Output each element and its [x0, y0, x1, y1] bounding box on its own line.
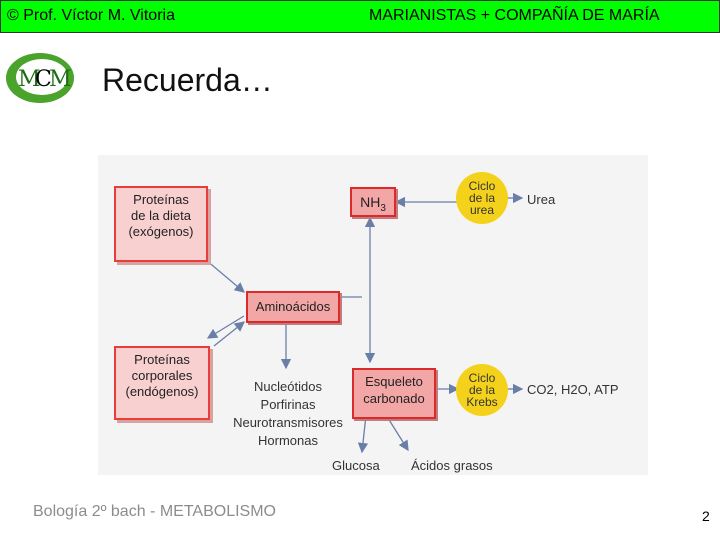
- page-number: 2: [702, 508, 710, 524]
- krebs-products-label: CO2, H2O, ATP: [527, 382, 619, 397]
- svg-text:M: M: [18, 67, 41, 92]
- nh3-subscript: 3: [380, 202, 386, 214]
- dietary-proteins-line-1: Proteínas: [133, 192, 189, 207]
- footer-course-label: Bología 2º bach - METABOLISMO: [33, 503, 276, 520]
- derivatives-list: Nucleótidos Porfirinas Neurotransmisores…: [226, 378, 350, 450]
- dietary-proteins-line-2: de la dieta: [131, 208, 191, 223]
- krebs-cycle-circle: Ciclo de la Krebs: [456, 364, 508, 416]
- glucose-label: Glucosa: [332, 458, 380, 473]
- urea-cycle-line-3: urea: [469, 203, 495, 217]
- amino-acids-box: Aminoácidos: [246, 291, 340, 323]
- fatty-acids-label: Ácidos grasos: [411, 458, 493, 473]
- urea-label: Urea: [527, 192, 556, 207]
- carbon-skeleton-box: Esqueleto carbonado: [352, 368, 436, 419]
- body-proteins-box: Proteínas corporales (endógenos): [114, 346, 210, 420]
- derivative-hormones: Hormonas: [258, 433, 318, 448]
- author-label: © Prof. Víctor M. Vitoria: [7, 7, 175, 24]
- nh3-box: NH3: [350, 187, 396, 217]
- derivative-porphyrins: Porfirinas: [260, 397, 316, 412]
- krebs-cycle-line-1: Ciclo: [468, 371, 496, 385]
- dietary-proteins-line-3: (exógenos): [128, 224, 194, 239]
- body-proteins-line-2: corporales: [131, 368, 193, 383]
- body-proteins-line-3: (endógenos): [125, 384, 199, 399]
- urea-cycle-line-1: Ciclo: [468, 179, 496, 193]
- slide-title: Recuerda…: [102, 62, 273, 98]
- urea-cycle-circle: Ciclo de la urea: [456, 172, 508, 224]
- derivative-nucleotides: Nucleótidos: [254, 379, 322, 394]
- amino-acids-label: Aminoácidos: [255, 299, 331, 314]
- derivative-neurotransmitters: Neurotransmisores: [233, 415, 343, 430]
- svg-text:M: M: [49, 67, 72, 92]
- nh3-label: NH: [360, 194, 381, 210]
- carbon-skeleton-line-2: carbonado: [363, 391, 425, 406]
- mcm-logo: M C M: [4, 50, 76, 105]
- school-label: MARIANISTAS + COMPAÑÍA DE MARÍA: [369, 7, 660, 24]
- body-proteins-line-1: Proteínas: [134, 352, 190, 367]
- carbon-skeleton-line-1: Esqueleto: [365, 374, 423, 389]
- dietary-proteins-box: Proteínas de la dieta (exógenos): [114, 186, 208, 262]
- krebs-cycle-line-3: Krebs: [466, 395, 498, 409]
- header-bar: © Prof. Víctor M. Vitoria MARIANISTAS + …: [0, 0, 720, 33]
- urea-cycle-line-2: de la: [468, 191, 496, 205]
- krebs-cycle-line-2: de la: [468, 383, 496, 397]
- svg-text:C: C: [35, 67, 52, 92]
